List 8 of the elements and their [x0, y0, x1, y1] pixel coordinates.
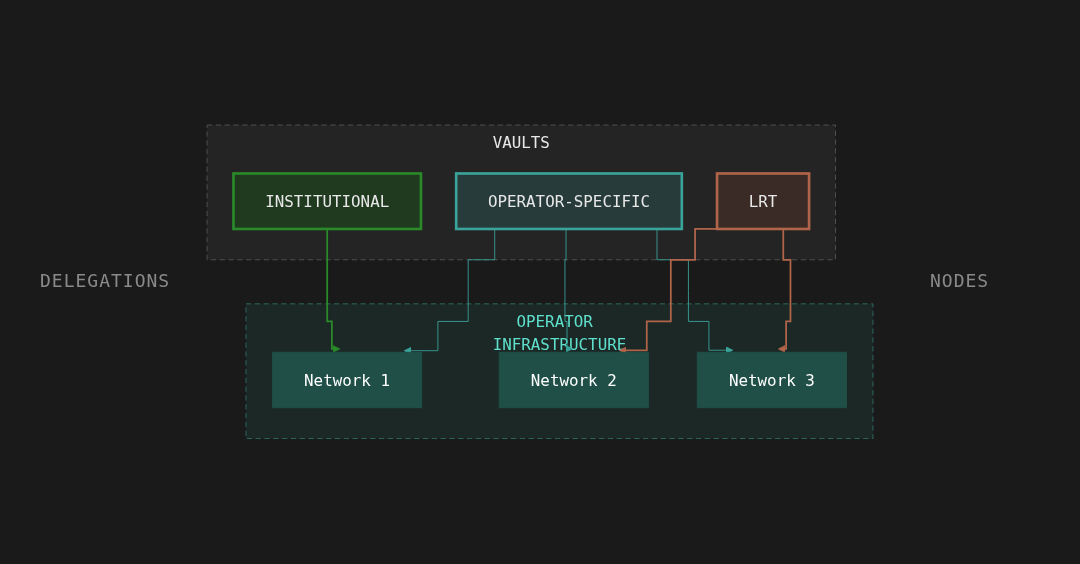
node-box: LRT	[715, 172, 811, 231]
node-box: OPERATOR-SPECIFIC	[454, 172, 684, 231]
annotation-label: DELEGATIONS	[40, 270, 171, 291]
annotation-label: NODES	[930, 270, 990, 291]
node-box: Network 3	[696, 352, 847, 409]
node-box: INSTITUTIONAL	[232, 172, 423, 231]
node-box: Network 2	[498, 352, 649, 409]
node-box: Network 1	[271, 352, 423, 409]
